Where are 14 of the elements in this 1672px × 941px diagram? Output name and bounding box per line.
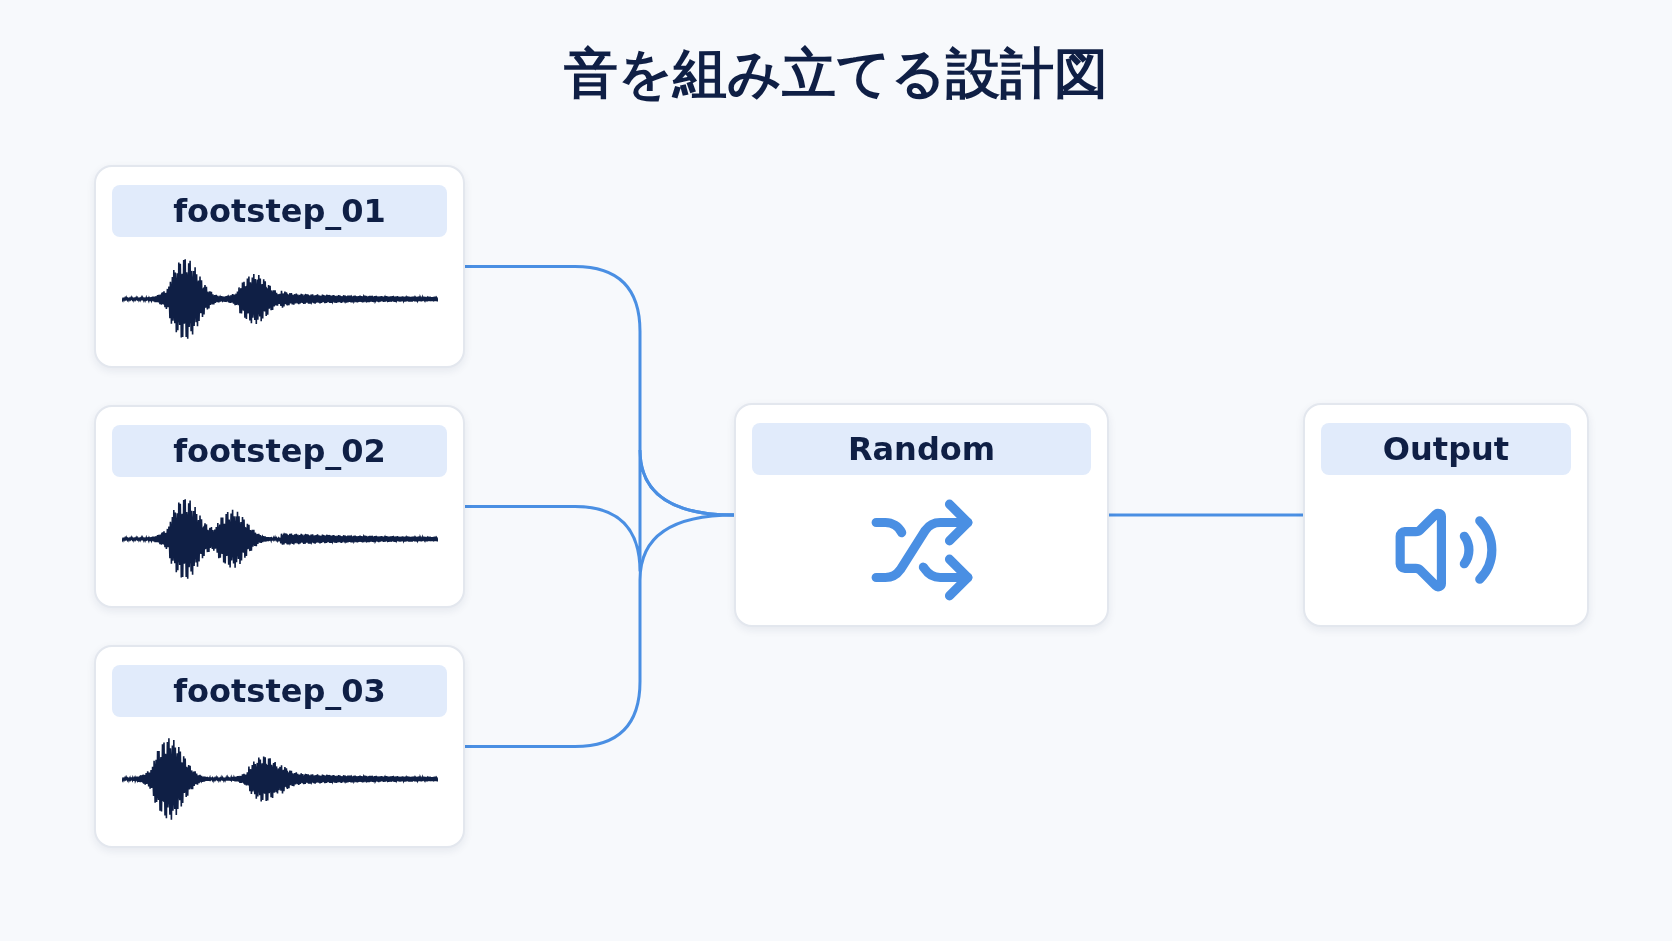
- connector-line: [1109, 513, 1303, 517]
- node-label: footstep_01: [112, 185, 447, 237]
- connector-line: [465, 513, 735, 748]
- connector-line: [465, 448, 735, 573]
- node-label: Random: [752, 423, 1091, 475]
- node-card: [94, 645, 465, 848]
- node-card: [734, 403, 1109, 627]
- node-label: footstep_03: [112, 665, 447, 717]
- node-card: [94, 165, 465, 368]
- title: 音を組み立てる設計図: [563, 41, 1109, 107]
- node-card: [94, 405, 465, 608]
- node-label: Output: [1321, 423, 1571, 475]
- node-label: footstep_02: [112, 425, 447, 477]
- node-card: [1303, 403, 1589, 627]
